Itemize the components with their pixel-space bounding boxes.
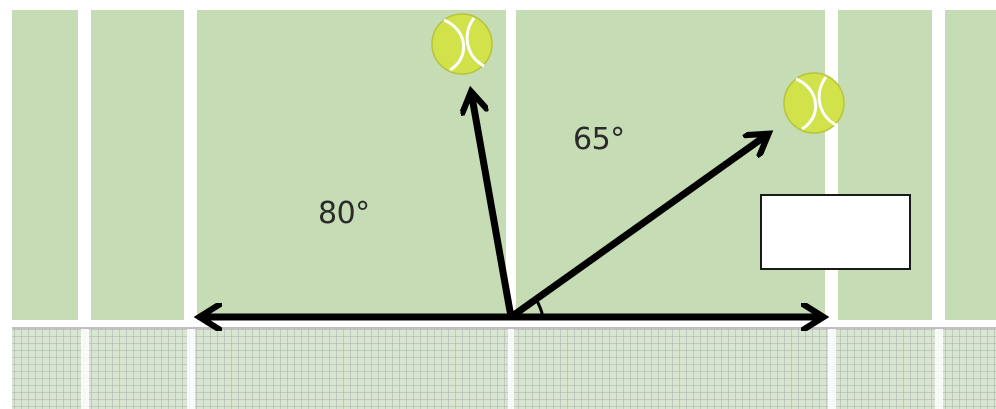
ray-arrow-left bbox=[472, 97, 515, 318]
tennis-ball-icon bbox=[783, 72, 845, 134]
tennis-net bbox=[12, 320, 996, 409]
ray-arrow-right bbox=[508, 137, 764, 320]
answer-input-box[interactable] bbox=[760, 194, 911, 270]
tennis-ball-icon bbox=[431, 13, 493, 75]
court-lines bbox=[78, 10, 945, 322]
angle-label-65: 65° bbox=[573, 122, 625, 157]
angle-label-80: 80° bbox=[318, 196, 370, 231]
